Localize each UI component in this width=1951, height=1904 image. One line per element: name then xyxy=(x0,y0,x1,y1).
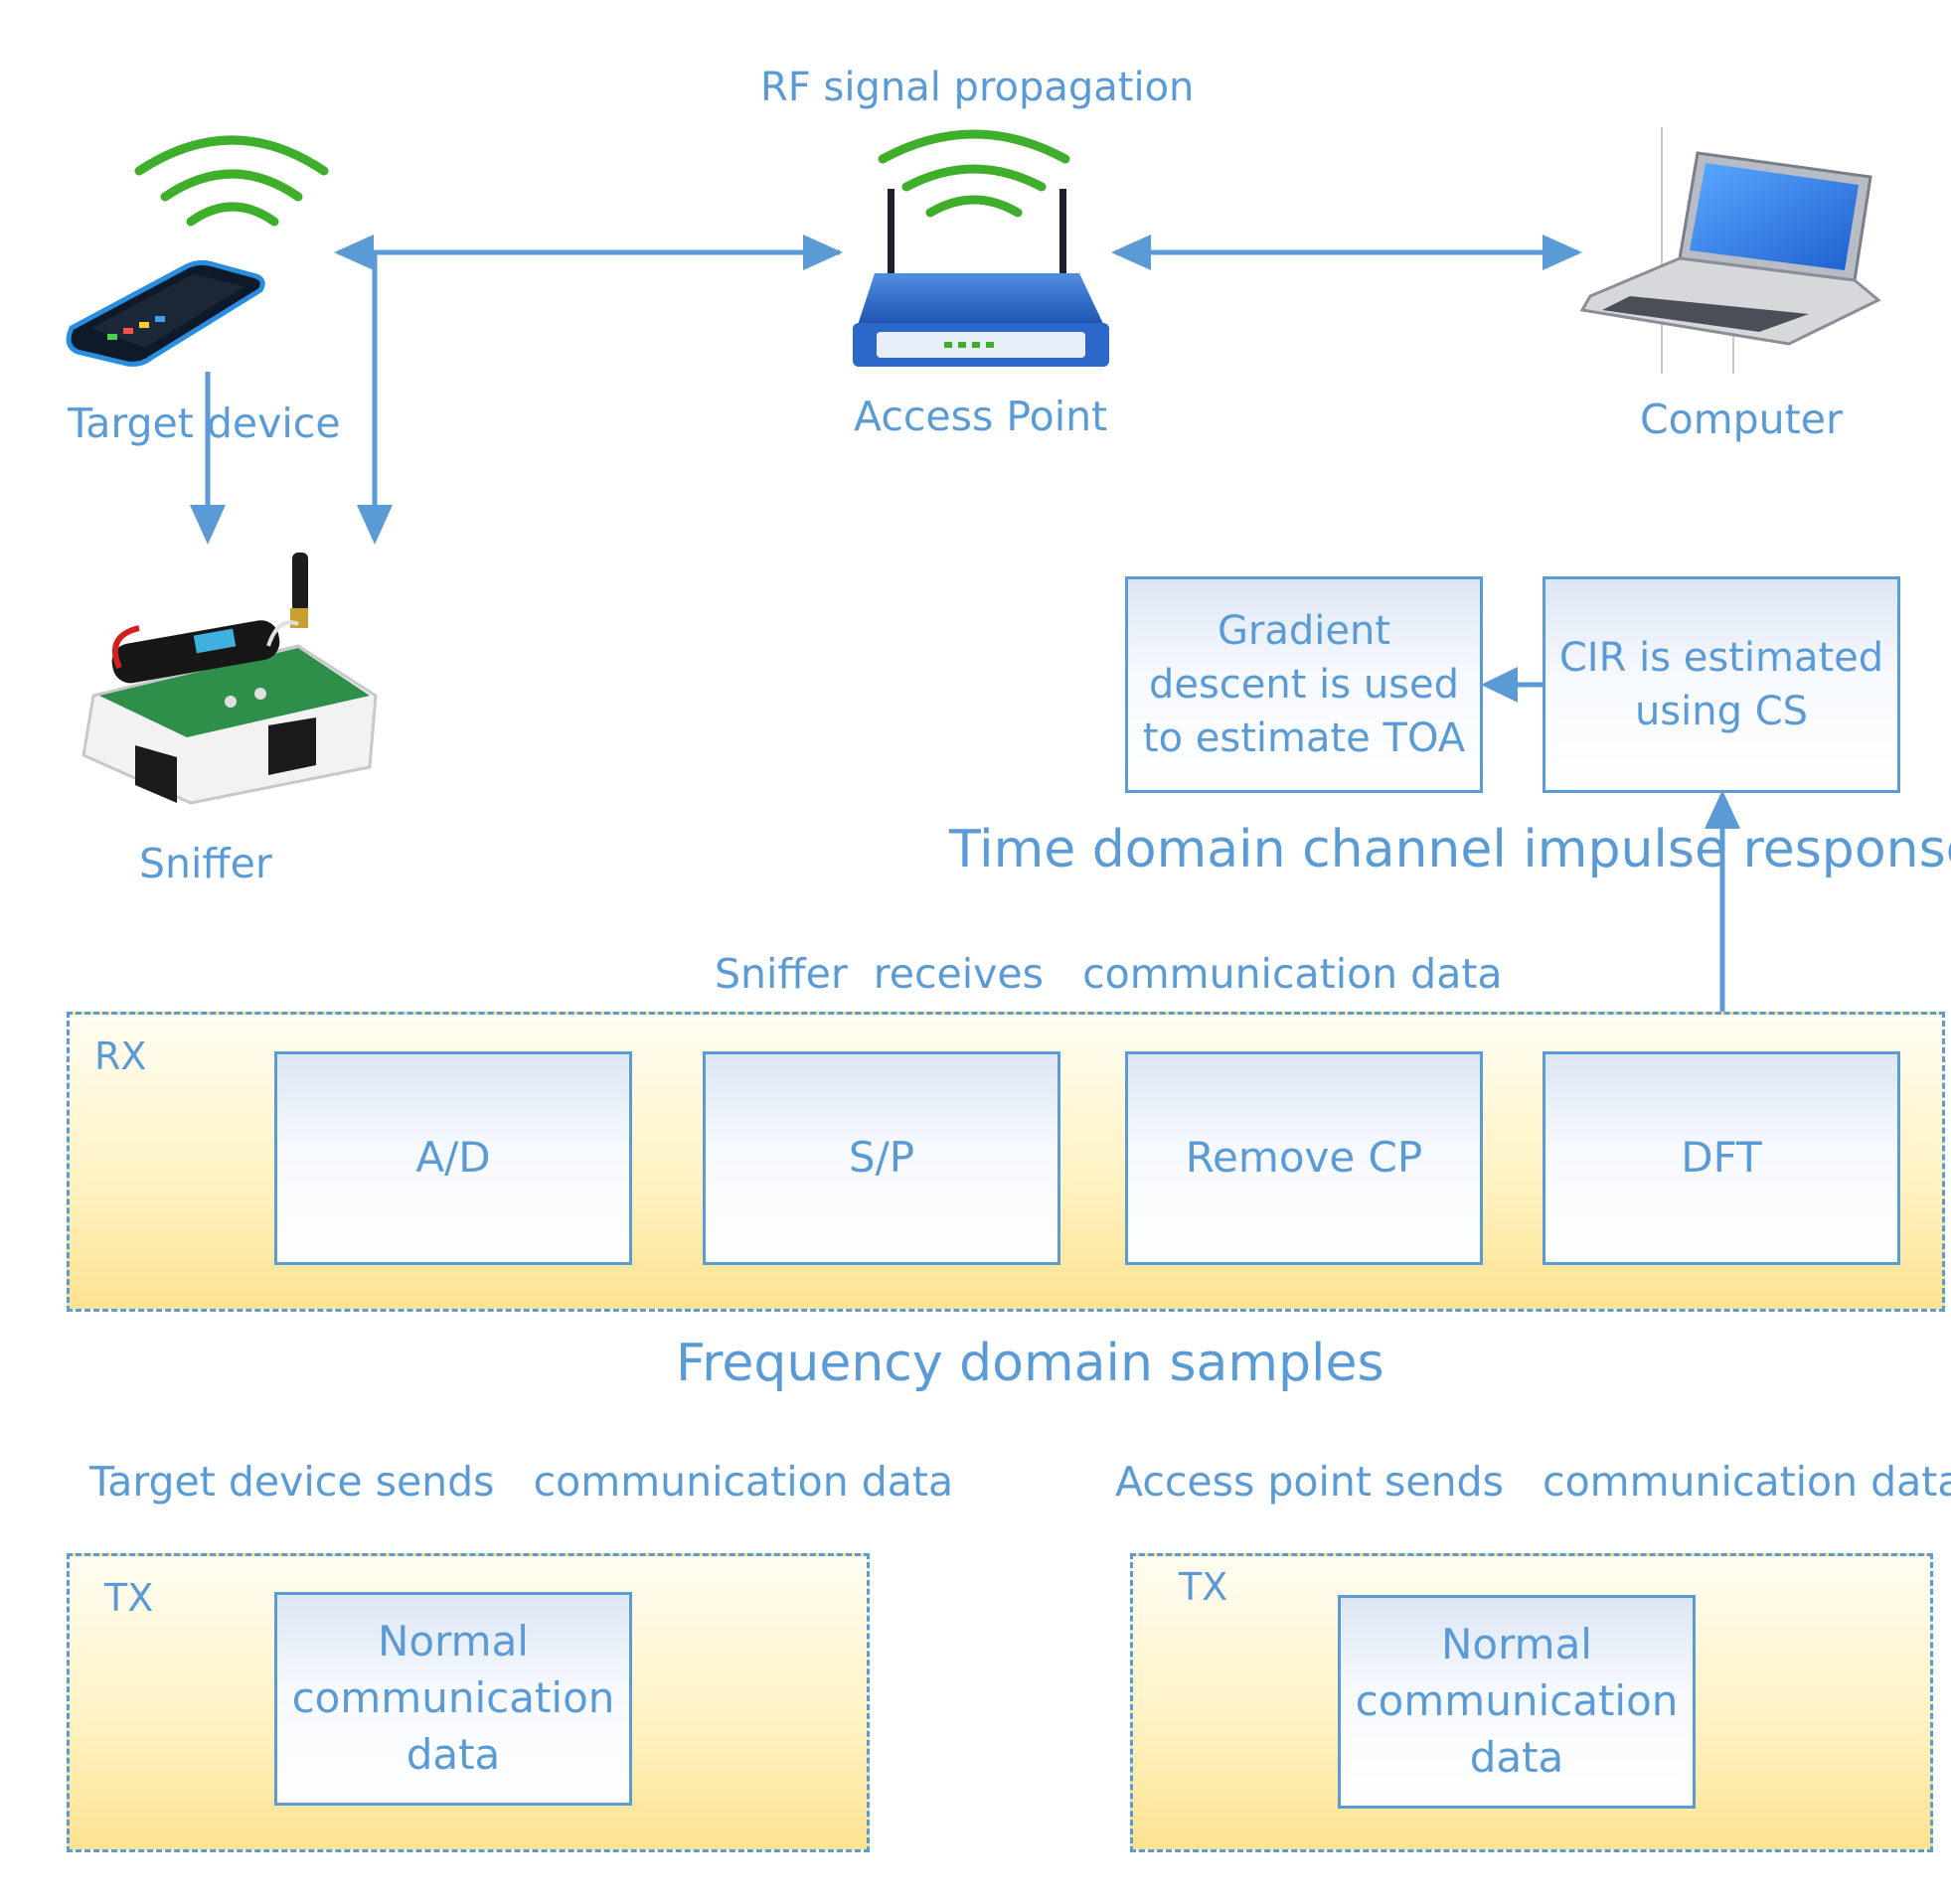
cir-estimation-text: CIR is estimated using CS xyxy=(1558,635,1884,734)
ap-data-box: Normal communication data xyxy=(1338,1595,1696,1809)
tx-label-right: TX xyxy=(1179,1565,1228,1609)
computer-label: Computer xyxy=(1640,396,1843,443)
arrow-down-to-sniffer-right xyxy=(357,252,393,545)
cir-estimation-box: CIR is estimated using CS xyxy=(1543,576,1900,793)
time-domain-label: Time domain channel impulse response xyxy=(949,820,1951,879)
block-sp-label: S/P xyxy=(848,1133,915,1183)
rx-label: RX xyxy=(94,1034,147,1078)
access-point-label: Access Point xyxy=(854,393,1108,440)
gradient-descent-box: Gradient descent is used to estimate TOA xyxy=(1125,576,1483,793)
ap-sends-caption: Access point sends communication data xyxy=(1115,1458,1951,1506)
arrow-target-to-sniffer xyxy=(190,372,226,545)
block-ad: A/D xyxy=(274,1051,632,1265)
block-dft: DFT xyxy=(1543,1051,1900,1265)
block-ad-label: A/D xyxy=(415,1133,491,1183)
sniffer-label: Sniffer xyxy=(139,840,272,887)
rf-propagation-label: RF signal propagation xyxy=(760,65,1195,110)
ap-data-text: Normal communication data xyxy=(1355,1620,1679,1782)
sniffer-device-icon xyxy=(81,553,378,805)
sniffer-receives-caption: Sniffer receives communication data xyxy=(715,950,1503,998)
target-data-box: Normal communication data xyxy=(274,1592,632,1806)
block-sp: S/P xyxy=(703,1051,1060,1265)
wifi-signal-icon-phone xyxy=(134,135,329,227)
block-dft-label: DFT xyxy=(1681,1133,1762,1183)
target-data-text: Normal communication data xyxy=(291,1617,615,1779)
target-device-label: Target device xyxy=(68,399,341,447)
gradient-descent-text: Gradient descent is used to estimate TOA xyxy=(1142,608,1466,761)
arrow-target-to-ap xyxy=(334,235,843,270)
target-sends-caption: Target device sends communication data xyxy=(89,1458,954,1506)
arrow-ap-to-computer xyxy=(1111,235,1582,270)
block-remove-cp: Remove CP xyxy=(1125,1051,1483,1265)
tx-label-left: TX xyxy=(104,1576,154,1620)
arrow-cir-to-gradient xyxy=(1481,667,1543,703)
frequency-domain-label: Frequency domain samples xyxy=(676,1334,1384,1393)
smartphone-icon xyxy=(66,259,265,367)
block-remove-cp-label: Remove CP xyxy=(1185,1133,1423,1183)
laptop-icon xyxy=(1579,127,1881,374)
router-icon xyxy=(853,129,1109,367)
